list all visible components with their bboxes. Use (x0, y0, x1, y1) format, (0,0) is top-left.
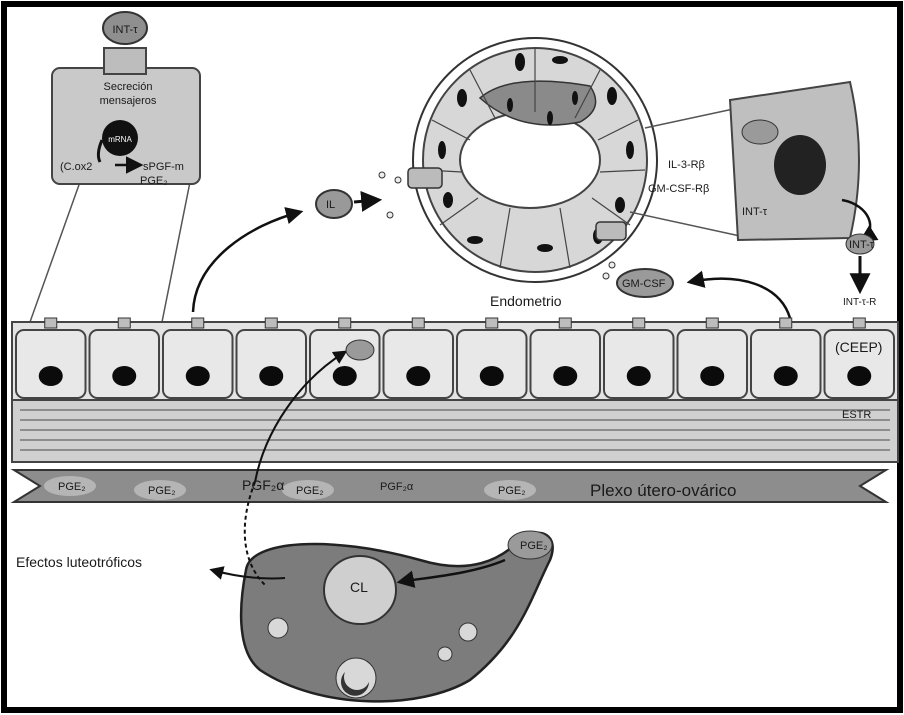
receptor-mark (559, 318, 571, 328)
cl-label: CL (350, 579, 368, 595)
int-r-mid-label: INT-τ (849, 239, 875, 251)
cell-nucleus (847, 366, 871, 386)
cell-nucleus (333, 366, 357, 386)
cell-nucleus (39, 366, 63, 386)
epithelial-cell (384, 330, 454, 398)
rx-node (346, 340, 374, 360)
epithelial-cell (163, 330, 233, 398)
il-cell (193, 172, 401, 312)
pg-label-5: PGE₂ (498, 485, 526, 497)
receptor-mark (780, 318, 792, 328)
messengers-label: mensajeros (100, 95, 157, 107)
receptor-mark (412, 318, 424, 328)
receptor-mark (339, 318, 351, 328)
receptor-mark (486, 318, 498, 328)
int-r-receptor-label: INT-τ-R (843, 297, 876, 308)
cell-nucleus (553, 366, 577, 386)
cell-nucleus (259, 366, 283, 386)
epithelium (12, 318, 898, 400)
gmcsf-label: GM-CSF (622, 278, 666, 290)
pg-label-3: PGE₂ (296, 485, 324, 497)
receptor-mark (706, 318, 718, 328)
cell-nucleus (700, 366, 724, 386)
epithelial-cell (237, 330, 307, 398)
pge-top-label: PGE₂ (140, 175, 168, 187)
spgf-label: sPGF-m (143, 161, 184, 173)
receptor-mark (853, 318, 865, 328)
utero-ovarian-plexus (14, 470, 886, 502)
epithelial-cell (531, 330, 601, 398)
receptor-mark (45, 318, 57, 328)
il3r-label: IL-3-Rβ (668, 159, 705, 171)
endometrio-label: Endometrio (490, 293, 562, 309)
receptor-mark (118, 318, 130, 328)
epithelial-cell (751, 330, 821, 398)
ovary (212, 531, 553, 701)
gmcsfr-label: GM-CSF-Rβ (648, 183, 709, 195)
pg-label-1: PGE₂ (58, 481, 86, 493)
cell-nucleus (480, 366, 504, 386)
stroma (12, 400, 898, 462)
epithelial-cell (16, 330, 86, 398)
endometrial-gland (408, 38, 657, 282)
gmcsf-node (603, 262, 790, 318)
secretion-label: Secreción (104, 81, 153, 93)
int-top-label: INT-τ (112, 24, 138, 36)
mrna-label: mRNA (108, 135, 132, 144)
epithelial-cell (90, 330, 160, 398)
receptor-mark (192, 318, 204, 328)
epithelial-cell (604, 330, 674, 398)
stroma-label: ESTR (842, 409, 871, 421)
cell-nucleus (406, 366, 430, 386)
cell-nucleus (774, 366, 798, 386)
pg-label-2: PGE₂ (148, 485, 176, 497)
il-label: IL (326, 199, 335, 211)
pge-ovary-label: PGE₂ (520, 540, 548, 552)
int-r-inset-label: INT-τ (742, 206, 768, 218)
cell-nucleus (112, 366, 136, 386)
cell-nucleus (627, 366, 651, 386)
epithelial-cell (457, 330, 527, 398)
receptor-mark (265, 318, 277, 328)
cell-nucleus (186, 366, 210, 386)
epithelial-cell (678, 330, 748, 398)
ceep-label: (CEEP) (835, 339, 882, 355)
efectos-label: Efectos luteotróficos (16, 554, 142, 570)
pg-label-4: PGF₂α (380, 481, 414, 493)
pgf-vessel-label: PGF₂α (242, 477, 284, 493)
epithelial-cell (310, 330, 380, 398)
plexo-label: Plexo útero-ovárico (590, 481, 736, 500)
receptor-mark (633, 318, 645, 328)
cox-label: (C.ox2 (60, 161, 92, 173)
